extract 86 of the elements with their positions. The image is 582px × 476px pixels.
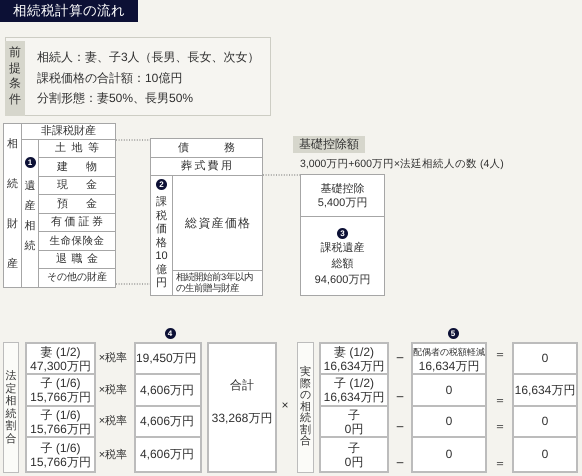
conditions-panel [5,37,271,116]
table-cell: 0 [512,342,578,375]
amount-text: 16,634万円 [324,390,384,404]
table-cell [319,405,389,438]
table-cell [319,342,389,375]
table-cell: 4,606万円 [134,436,202,473]
operator-sign: ＝ [493,456,507,470]
operator-sign: × [280,398,290,412]
operator-text: ×税率 [98,383,128,397]
amount-text: 15,766万円 [30,454,91,468]
operator-sign: ＝ [493,393,507,407]
table-cell: 4,606万円 [134,373,202,407]
table-cell: 葬式費用 [150,157,263,176]
amount-text: 15,766万円 [30,422,91,436]
side-label: 実際の相続割合 [297,342,314,473]
table-cell [300,174,385,217]
callout-number: 3 [337,228,348,238]
condition-text: 課税価格の合計額：10億円 [37,70,182,86]
operator-sign: ＝ [493,419,507,433]
amount-text: 0円 [344,422,364,436]
table-cell [25,405,96,438]
table-cell: 4,606万円 [134,405,202,438]
cell-label: 配偶者の税額軽減 [413,346,485,358]
amount-text: 33,268万円 [210,411,274,425]
condition-text: 分割形態：妻50%、長男50% [37,90,194,106]
table-cell [25,342,96,375]
vertical-label: 遺産相続 [24,179,36,254]
table-cell: 0 [411,373,487,407]
share-label: 子 (1/6) [40,376,80,390]
table-cell: 0 [512,405,578,438]
share-label: 子 [348,408,360,422]
operator-text: ×税率 [98,448,128,462]
share-label: 子 (1/2) [334,376,374,390]
table-cell: 0 [411,436,487,473]
table-cell: 相続開始前3年以内の生前贈与財産 [172,270,263,296]
table-cell [300,216,385,296]
page-title: 相続税計算の流れ [0,0,138,22]
operator-text: ×税率 [98,414,128,428]
table-cell [207,342,277,473]
table-cell: 債務 [150,138,263,158]
table-cell [150,175,173,296]
table-cell [21,139,39,288]
table-cell [25,436,96,473]
callout-number: 1 [24,156,36,168]
amount-text: 47,300万円 [30,358,91,372]
amount-text: 94,600万円 [314,273,372,288]
table-cell: 0 [411,405,487,438]
asset-table [3,123,116,288]
condition-text: 相続人：妻、子3人（長男、長女、次女） [37,49,260,65]
cell-label: 合計 [229,378,255,392]
operator-sign: － [392,456,408,470]
amount-text: 16,634万円 [418,358,480,372]
side-label: 法定相続割合 [3,342,19,473]
callout-number: 5 [448,328,458,338]
table-cell [319,373,389,407]
cell-label: 課税遺産総額 [320,240,366,272]
share-label: 子 (1/6) [40,440,80,454]
side-label: 前提条件 [5,41,25,116]
heading-label: 基礎控除額 [293,136,365,153]
column-heading: 相続財産 [6,137,19,272]
share-label: 子 [348,440,360,454]
table-cell: 0 [512,436,578,473]
table-cell: 総資産価格 [172,175,263,271]
vertical-label: 課税価格10億円 [154,196,169,290]
operator-sign: － [392,351,408,365]
callout-number: 2 [156,178,167,190]
table-cell [411,342,487,375]
share-label: 子 (1/6) [40,408,80,422]
table-cell [25,373,96,407]
operator-text: ×税率 [98,351,128,365]
share-label: 妻 (1/2) [40,344,80,358]
dotted-line [262,174,300,176]
amount-text: 0円 [344,454,364,468]
operator-sign: － [392,390,408,404]
callout-number: 4 [164,328,176,338]
amount-text: 5,400万円 [318,196,368,210]
amount-text: 15,766万円 [30,390,91,404]
table-cell: 16,634万円 [512,373,578,407]
formula-text: 3,000万円+600万円×法廷相続人の数 (4人) [300,157,504,171]
table-cell [319,436,389,473]
operator-sign: ＝ [493,347,507,361]
table-cell: 19,450万円 [134,342,202,375]
operator-sign: － [392,420,408,434]
share-label: 妻 (1/2) [334,344,374,358]
cell-label: 基礎控除 [320,182,364,196]
amount-text: 16,634万円 [324,358,384,372]
